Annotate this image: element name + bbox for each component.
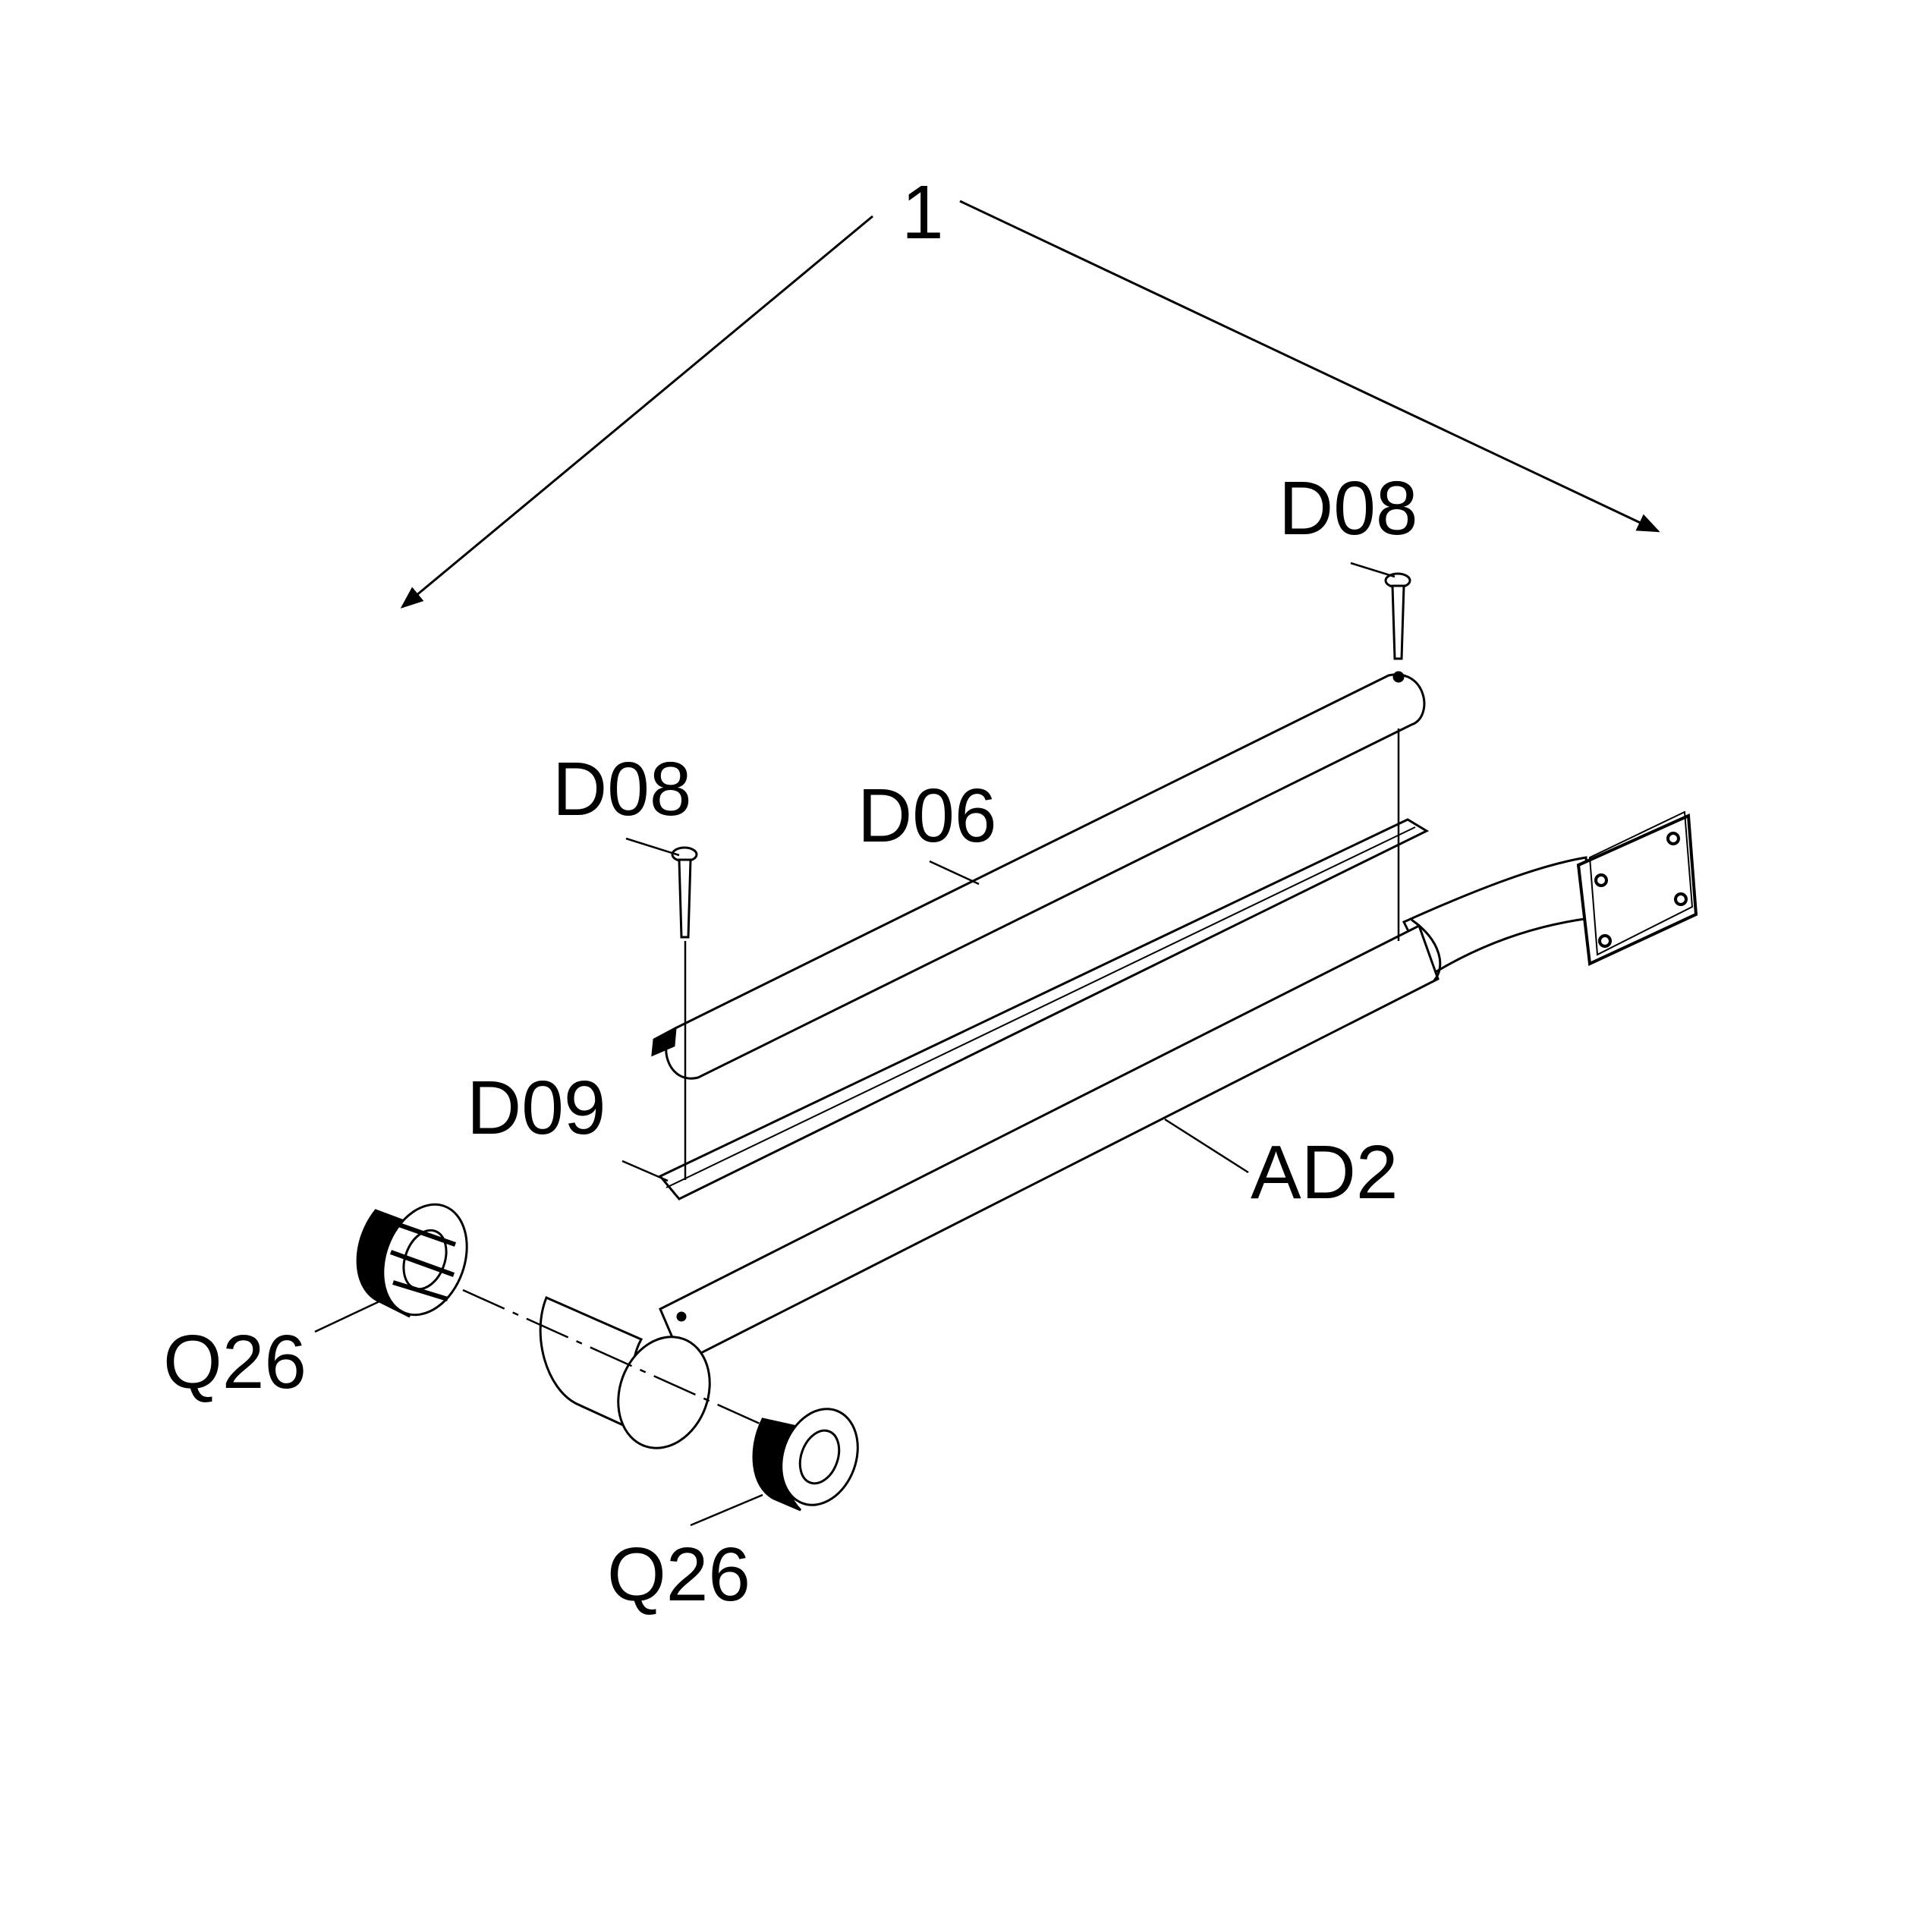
callout-q26-left: Q26 — [163, 1320, 307, 1405]
leader-d08-right — [1350, 562, 1396, 578]
leader-d06 — [929, 860, 980, 886]
assembly-number-label: 1 — [901, 170, 944, 255]
assembly-arrow-left — [400, 215, 873, 609]
callout-d08-right: D08 — [1279, 466, 1418, 551]
assembly-arrows — [400, 200, 1660, 609]
leader-d09 — [621, 1160, 669, 1182]
plate-strip-d09 — [658, 818, 1430, 1200]
leader-lines — [314, 562, 1396, 1527]
leader-ad2 — [1164, 1118, 1249, 1174]
pin-d08-right — [1384, 572, 1411, 660]
leader-q26-right — [690, 1493, 763, 1527]
callout-d08-left: D08 — [552, 747, 692, 832]
pin-d08-left — [671, 846, 698, 939]
callout-d06: D06 — [857, 773, 997, 858]
cap-q26-right — [752, 1408, 859, 1512]
leader-q26-left — [314, 1300, 380, 1333]
callout-ad2: AD2 — [1251, 1130, 1399, 1215]
callout-q26-right: Q26 — [607, 1532, 751, 1617]
callout-d09: D09 — [467, 1065, 606, 1150]
main-arm-ad2 — [539, 856, 1591, 1449]
leader-d08-left — [625, 837, 680, 857]
alignment-lines — [462, 728, 1400, 1428]
mounting-plate — [1576, 810, 1698, 966]
cap-q26-left — [356, 1203, 468, 1318]
assembly-arrow-right — [959, 200, 1660, 533]
top-rail-d06 — [651, 671, 1426, 1080]
